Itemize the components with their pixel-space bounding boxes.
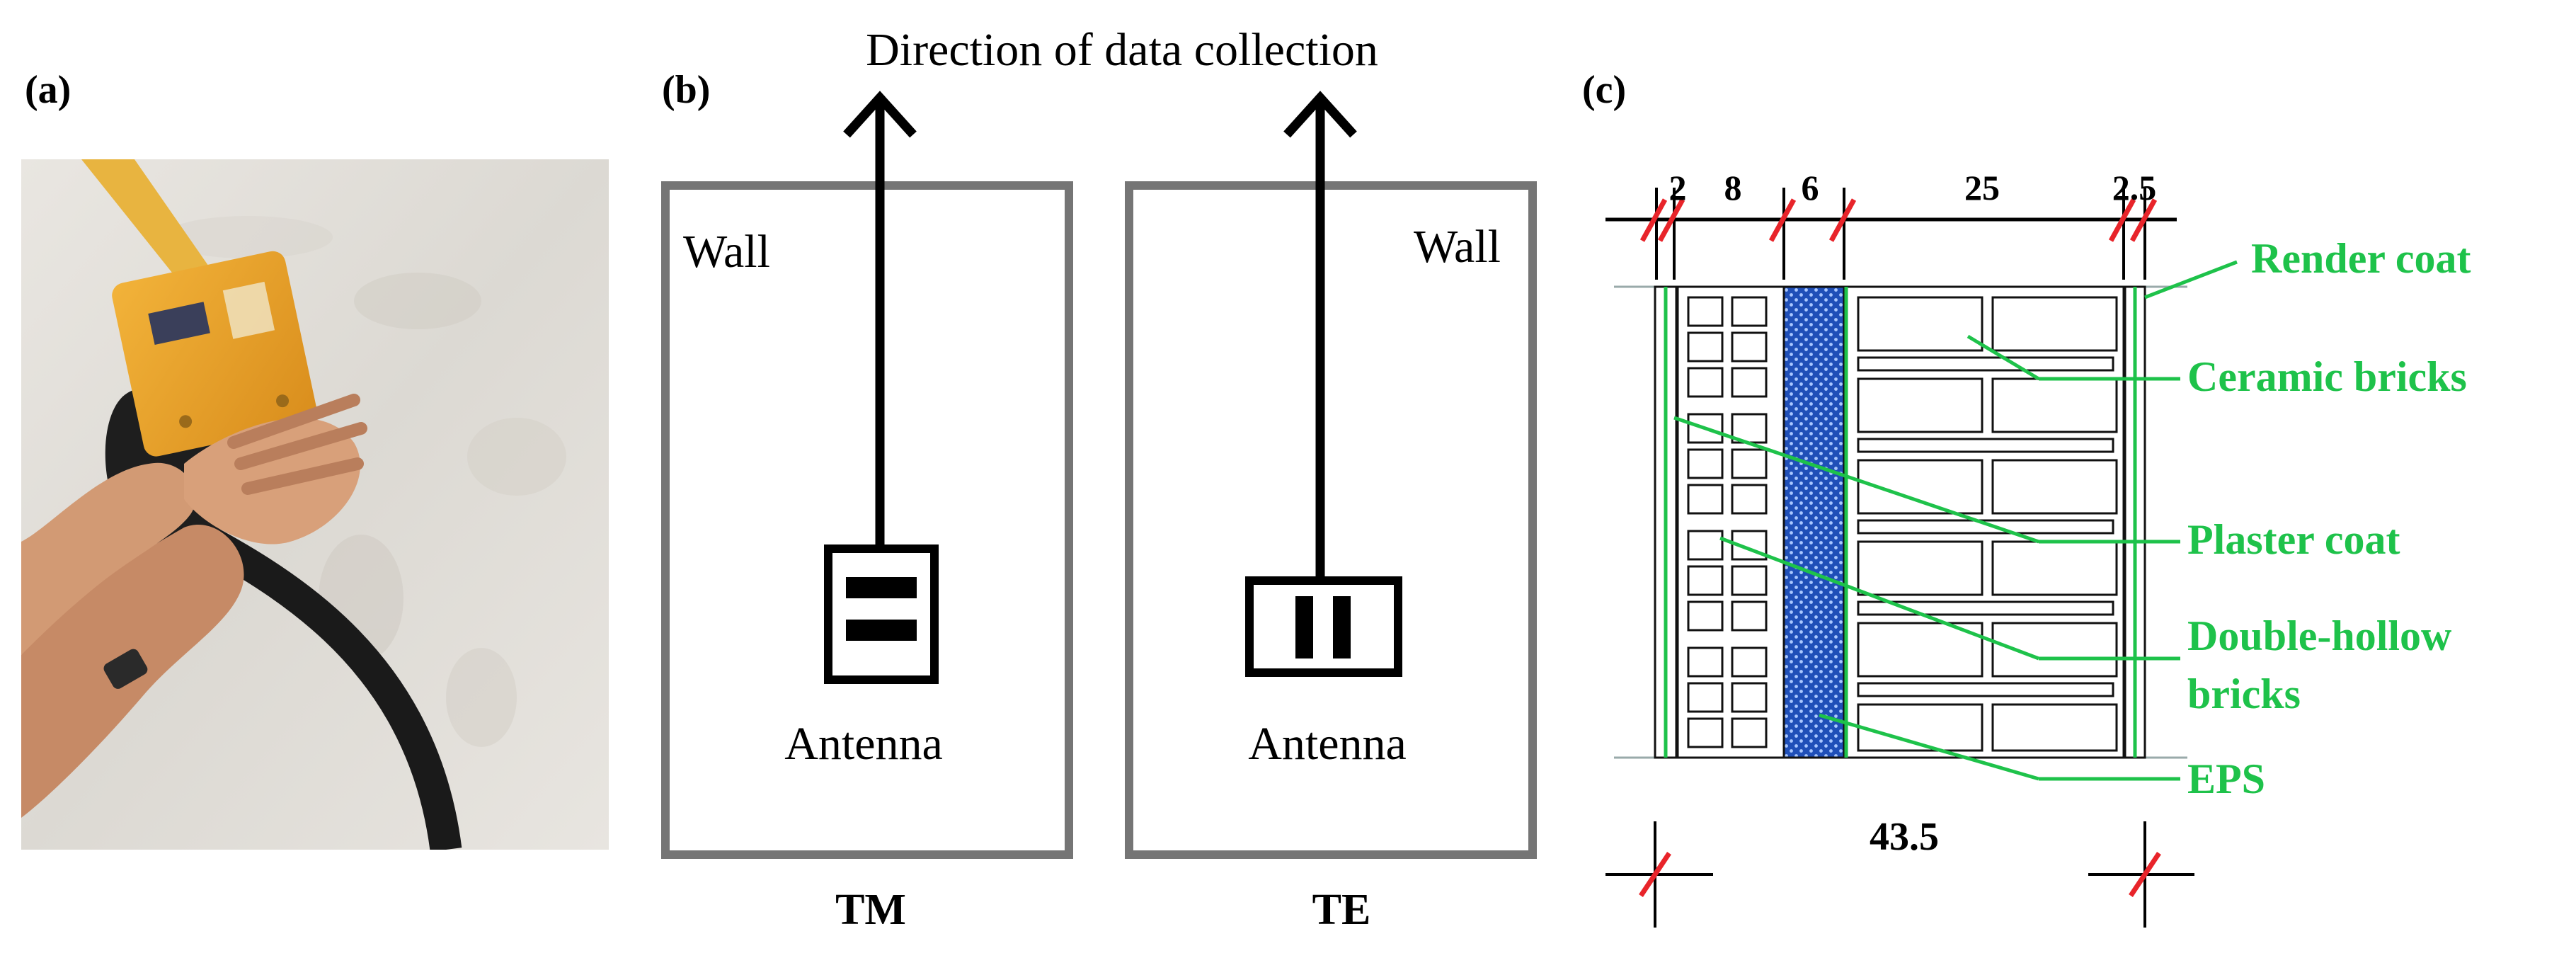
wristwatch [103,649,148,689]
ceramic-brick-rows [1857,296,2118,752]
panel-a-label: (a) [25,68,71,112]
label-eps: EPS [2187,755,2265,802]
dim-6: 6 [1802,168,1819,207]
top-ticks [1639,198,2158,242]
dim-2-5: 2.5 [2112,168,2157,207]
box-tm: Wall Antenna TM [661,91,1073,934]
antenna-label-te: Antenna [1248,718,1407,770]
bottom-ticks [1639,852,2161,897]
dim-8: 8 [1724,168,1742,207]
dim-2: 2 [1669,168,1687,207]
eps-layer [1782,285,1845,759]
dim-25: 25 [1964,168,2000,207]
label-double-hollow: Double-hollow [2187,612,2452,659]
panel-b-label: (b) [662,68,711,112]
mode-label-tm: TM [835,886,906,934]
top-ext-lines [1655,188,2146,280]
direction-label: Direction of data collection [866,24,1378,76]
label-ceramic-bricks: Ceramic bricks [2187,353,2467,400]
label-render-coat: Render coat [2251,235,2471,282]
antenna-label-tm: Antenna [784,718,943,770]
dim-total: 43.5 [1870,815,1939,859]
wall-label-te: Wall [1414,221,1501,273]
label-bricks: bricks [2187,671,2301,717]
leader-lines [1673,260,2238,781]
gpr-photo [21,159,609,850]
panel-c-label: (c) [1582,68,1627,112]
gpr-device [112,251,318,457]
double-hollow-bricks [1676,285,1785,759]
arm-upper [21,462,196,655]
box-te: Wall Antenna TE [1125,91,1537,934]
antenna-te-icon [1245,576,1402,677]
arrowhead-tm [843,91,917,138]
arrowhead-te [1283,91,1357,138]
antenna-tm-icon [824,544,939,684]
label-plaster-coat: Plaster coat [2187,516,2400,563]
yellow-cable [81,159,223,301]
mode-label-te: TE [1312,886,1371,934]
fingers [227,394,367,495]
wall-label-tm: Wall [683,226,770,278]
